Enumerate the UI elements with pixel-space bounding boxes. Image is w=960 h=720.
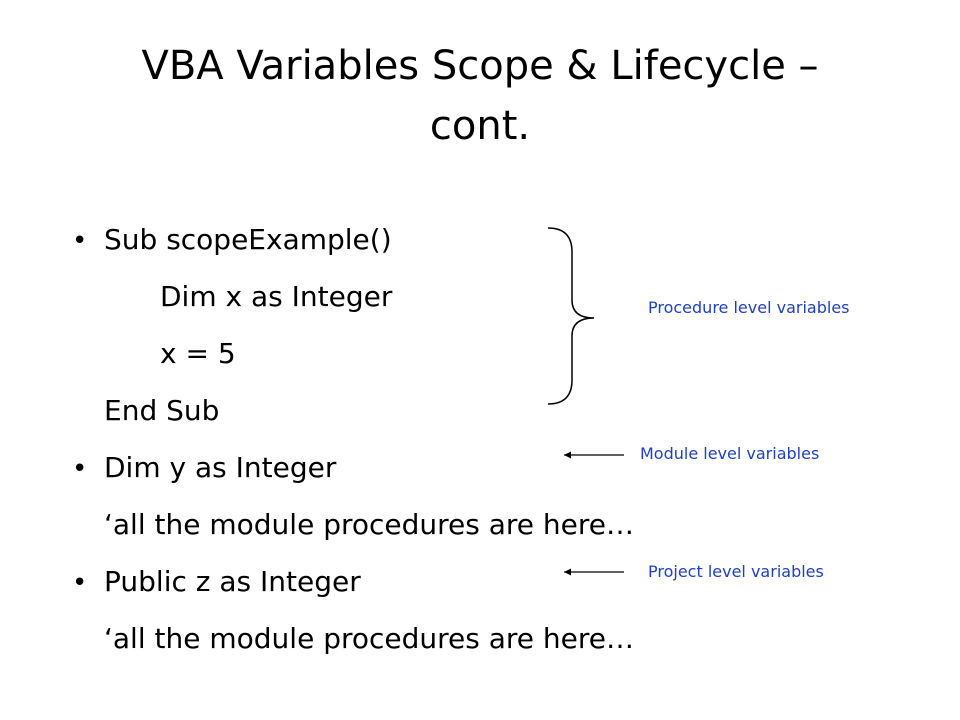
- bullet-icon: •: [72, 568, 88, 598]
- slide-title: VBA Variables Scope & Lifecycle – cont.: [60, 36, 900, 156]
- code-public-z: Public z as Integer: [104, 565, 361, 598]
- code-comment-2: ‘all the module procedures are here…: [104, 622, 635, 655]
- bullet-icon: •: [72, 454, 88, 484]
- code-sub-close: End Sub: [104, 394, 220, 427]
- annotation-procedure-level: Procedure level variables: [648, 298, 850, 317]
- code-dim-x: Dim x as Integer: [160, 280, 393, 313]
- slide-title-line-2: cont.: [429, 103, 531, 149]
- bullet-icon: •: [72, 226, 88, 256]
- code-comment-1: ‘all the module procedures are here…: [104, 508, 635, 541]
- code-sub-open: Sub scopeExample(): [104, 223, 392, 256]
- annotation-module-level: Module level variables: [640, 444, 820, 463]
- code-dim-y: Dim y as Integer: [104, 451, 337, 484]
- slide-title-line-1: VBA Variables Scope & Lifecycle –: [141, 43, 819, 89]
- code-assign-x: x = 5: [160, 337, 236, 370]
- annotation-project-level: Project level variables: [648, 562, 824, 581]
- curly-brace-icon: [547, 227, 595, 405]
